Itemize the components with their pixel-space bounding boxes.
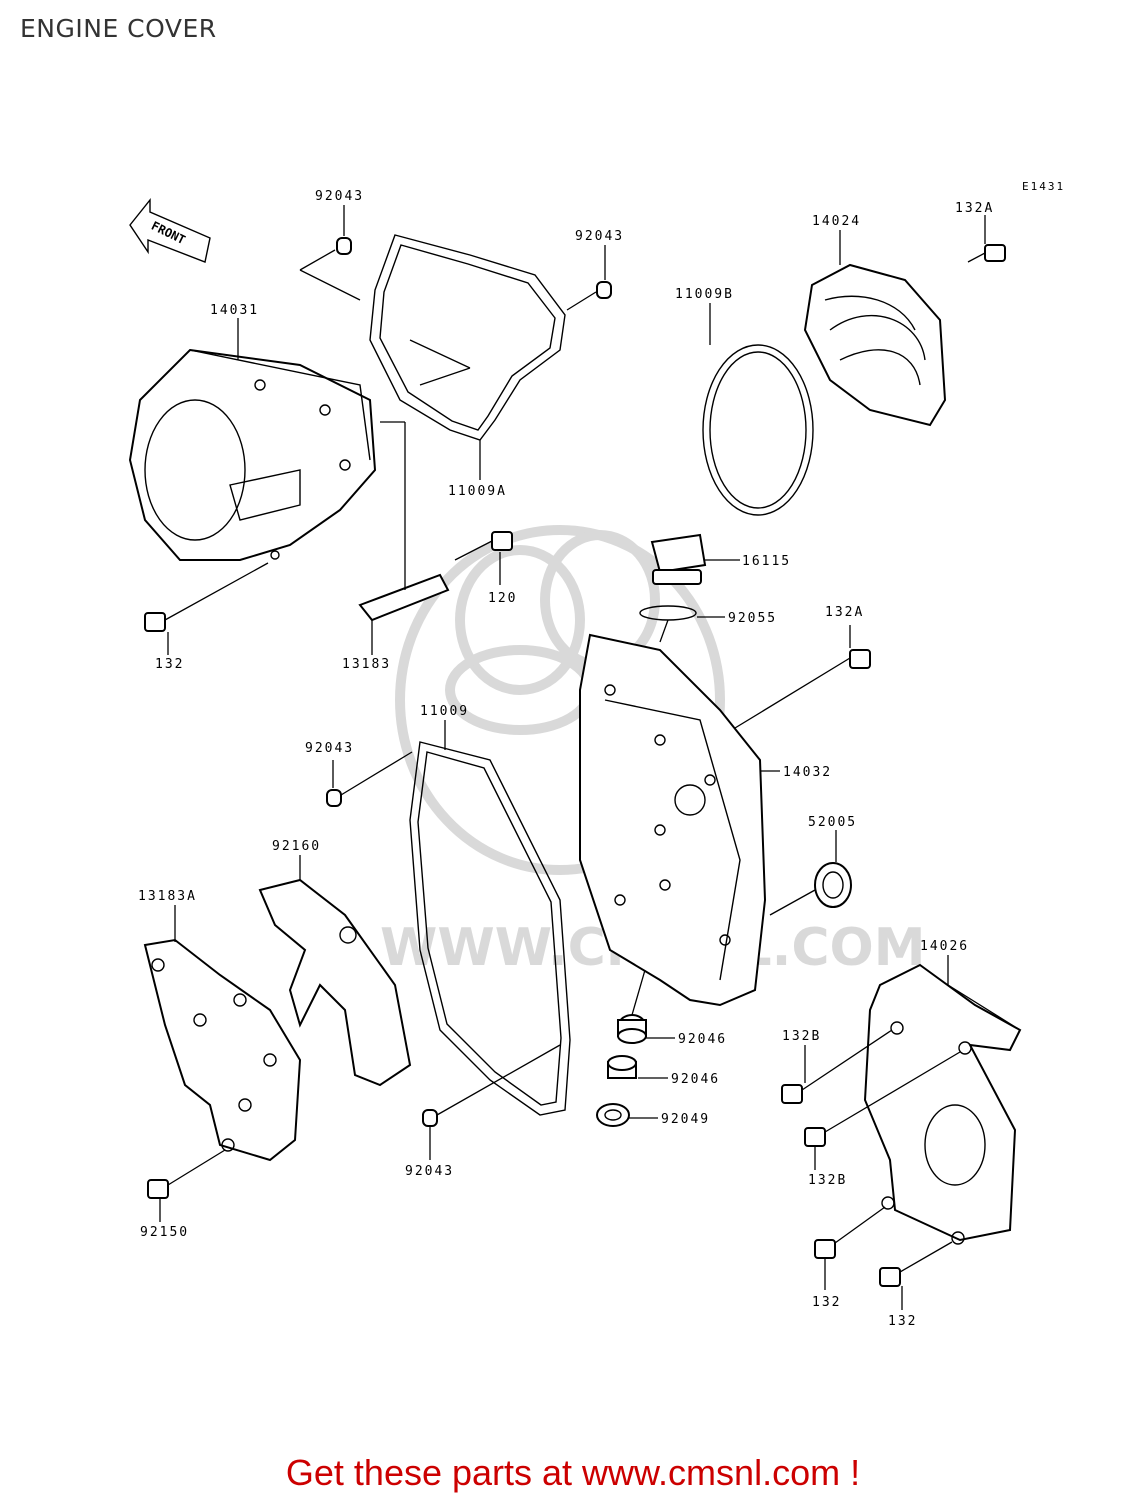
part-shape-132-br-b — [879, 1241, 953, 1287]
part-shape-120 — [454, 531, 513, 561]
part-label: 92049 — [661, 1112, 710, 1127]
part-shape-132A-top — [967, 244, 1006, 263]
part-shape-132B-a — [781, 1029, 893, 1104]
part-shape-13183 — [358, 573, 450, 622]
part-label: 14024 — [812, 214, 861, 229]
part-shape-14024 — [803, 263, 947, 427]
part-label: 14026 — [920, 939, 969, 954]
part-label: 52005 — [808, 815, 857, 830]
part-label: 120 — [488, 591, 517, 606]
part-shape-14032 — [579, 633, 767, 1007]
part-label: 132 — [155, 657, 184, 672]
front-arrow-icon: FRONT — [129, 198, 211, 263]
part-shape-132-left — [144, 562, 269, 632]
part-shape-13183A — [143, 938, 302, 1162]
part-shape-92043-b — [596, 281, 612, 299]
part-shape-132-br-a — [814, 1206, 886, 1259]
part-label: 132B — [808, 1173, 847, 1188]
part-label: 132B — [782, 1029, 821, 1044]
ref-code: E1431 — [1022, 180, 1065, 193]
part-shape-92046-b — [607, 1055, 637, 1079]
part-shape-92049 — [596, 1103, 630, 1127]
part-label: 132 — [812, 1295, 841, 1310]
exploded-parts-diagram: WWW.CMSNL.COM FRONT E1431 — [128, 180, 1065, 1329]
part-label: 11009B — [675, 287, 734, 302]
part-label: 92046 — [671, 1072, 720, 1087]
part-label: 92043 — [405, 1164, 454, 1179]
part-shape-14026 — [863, 963, 1022, 1245]
part-label: 132A — [955, 201, 994, 216]
part-label: 92055 — [728, 611, 777, 626]
part-shape-11009 — [409, 741, 571, 1116]
part-label: 92043 — [575, 229, 624, 244]
part-label: 16115 — [742, 554, 791, 569]
part-label: 92160 — [272, 839, 321, 854]
part-label: 14031 — [210, 303, 259, 318]
part-label: 14032 — [783, 765, 832, 780]
part-label: 92043 — [305, 741, 354, 756]
part-label: 92046 — [678, 1032, 727, 1047]
part-shape-92043-d — [422, 1044, 561, 1127]
part-shape-92150 — [147, 1149, 226, 1199]
part-label: 11009A — [448, 484, 507, 499]
part-label: 13183 — [342, 657, 391, 672]
part-label: 13183A — [138, 889, 197, 904]
part-labels: 92043 92043 14024 132A 14031 11009B 1100… — [138, 189, 994, 1329]
part-shape-92046-a — [617, 1014, 647, 1044]
part-label: 92043 — [315, 189, 364, 204]
part-shape-16115 — [650, 533, 707, 585]
leader-lines — [159, 205, 1021, 1310]
part-label: 132 — [888, 1314, 917, 1329]
part-shape-92160 — [258, 878, 412, 1087]
page-title: ENGINE COVER — [20, 14, 217, 43]
part-shape-132B-b — [804, 1051, 961, 1147]
part-shape-92043-a — [336, 237, 352, 255]
part-shape-11009A — [369, 234, 566, 441]
part-label: 92150 — [140, 1225, 189, 1240]
promo-footer-link[interactable]: Get these parts at www.cmsnl.com ! — [285, 1452, 861, 1493]
part-shape-132A-mid — [734, 649, 871, 729]
part-shape-92055 — [639, 605, 697, 621]
part-shape-92043-c — [326, 751, 413, 807]
part-shape-52005 — [769, 862, 852, 916]
part-shape-11009B — [702, 344, 814, 516]
part-shape-14031 — [128, 348, 377, 561]
part-label: 11009 — [420, 704, 469, 719]
part-label: 132A — [825, 605, 864, 620]
